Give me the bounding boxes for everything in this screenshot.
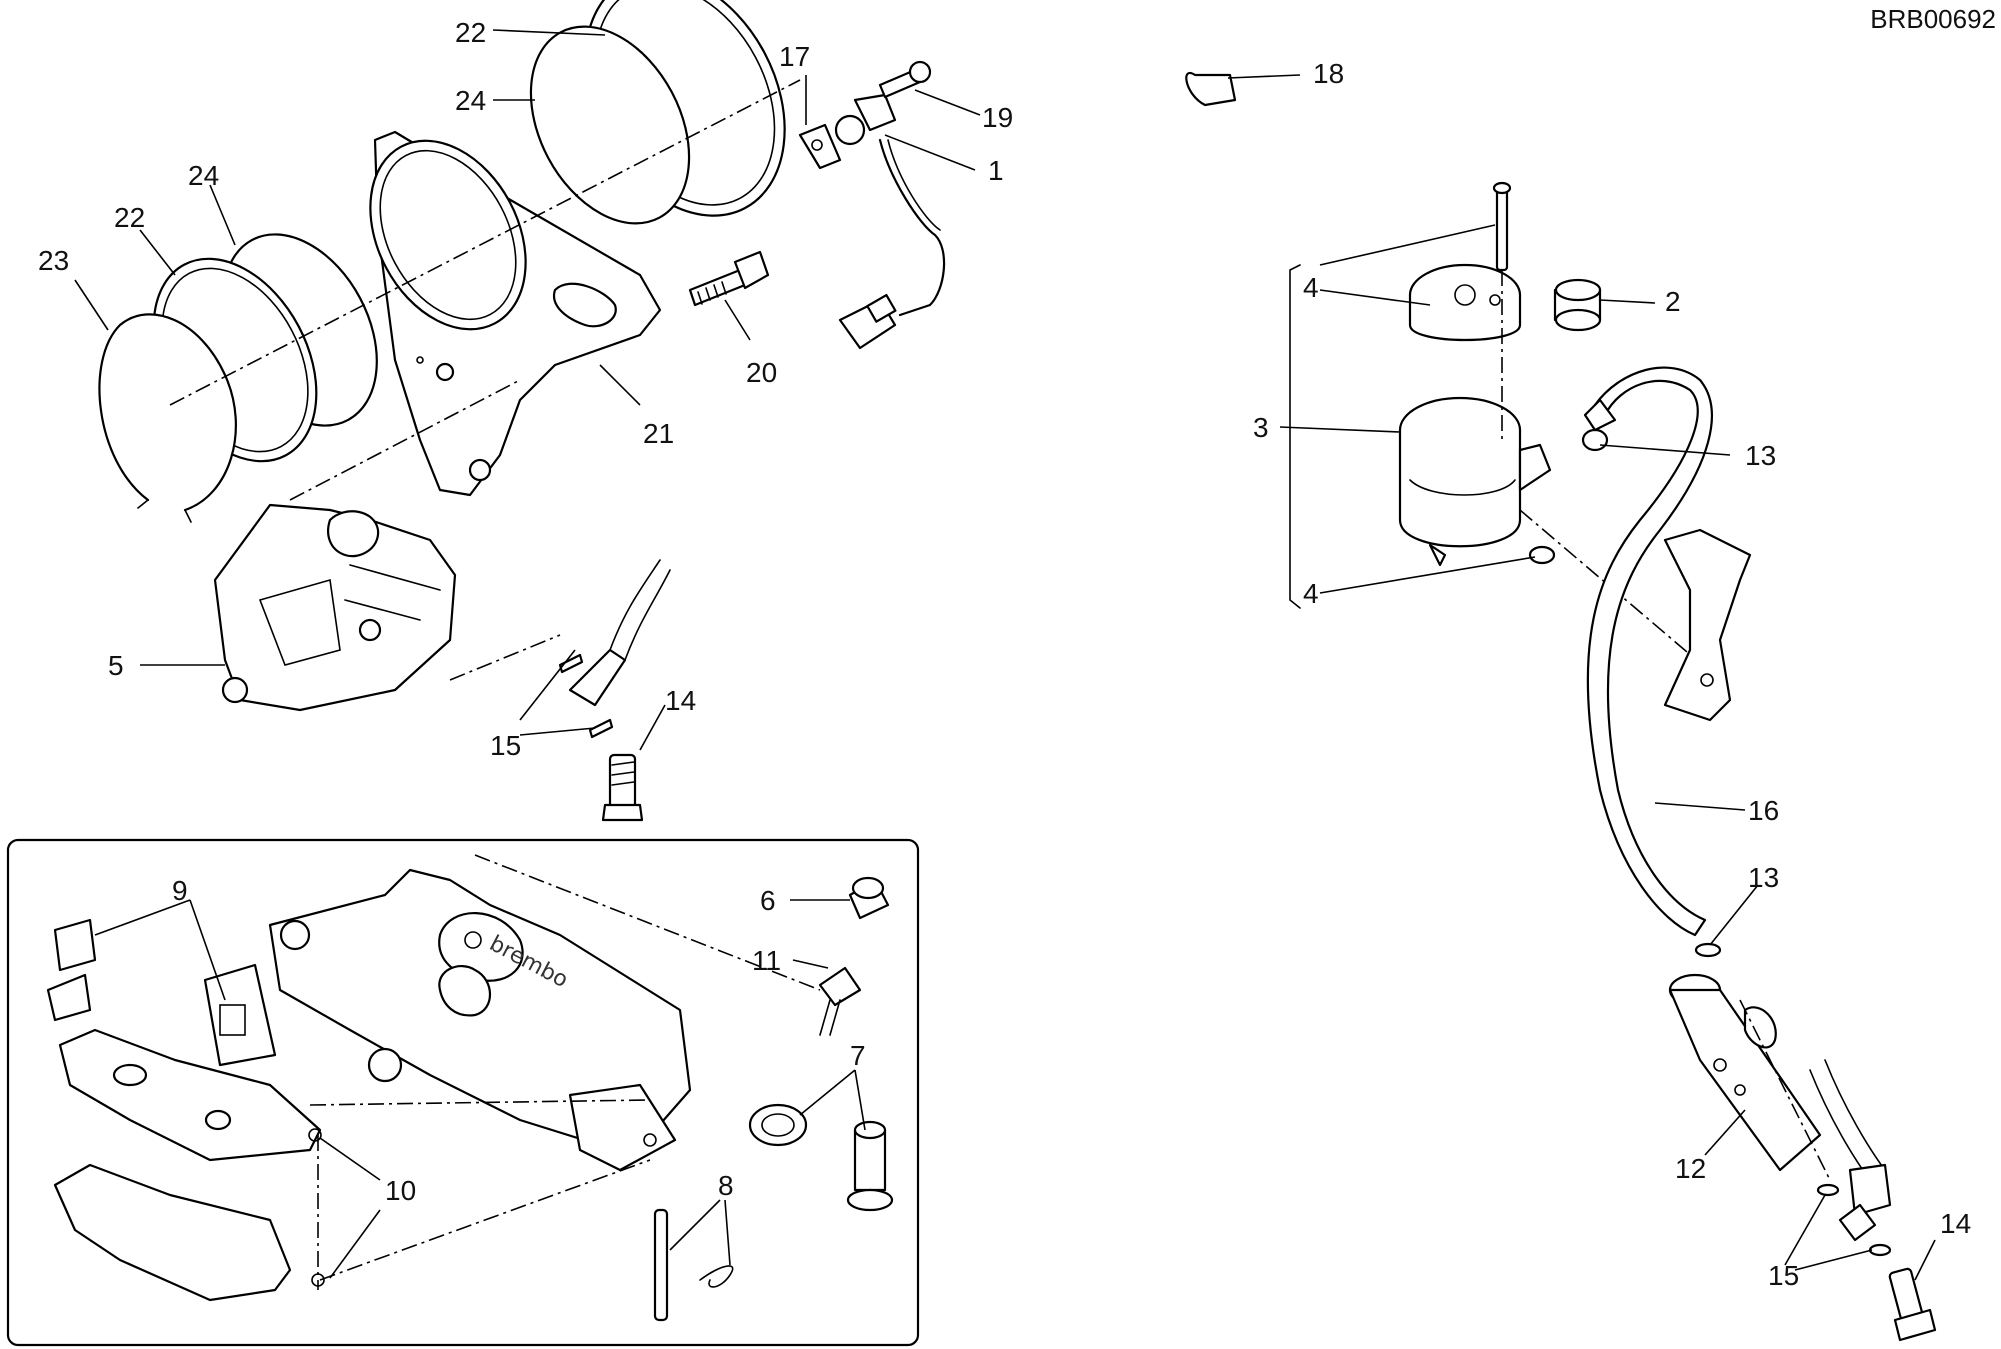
- callout-1: 1: [988, 155, 1004, 186]
- inset-axis-bottom: [319, 1159, 651, 1281]
- callout-3: 3: [1253, 412, 1269, 443]
- callout-2: 2: [1665, 286, 1681, 317]
- sensor-1: [834, 93, 946, 350]
- grommet-2: [1553, 278, 1602, 332]
- callout-13: 13: [1748, 862, 1779, 893]
- callout-21: 21: [643, 418, 674, 449]
- callout-6: 6: [760, 885, 776, 916]
- bolt-20: [688, 250, 770, 307]
- brake-pad-upper: [58, 1028, 322, 1162]
- bleeder-valve-11: [818, 966, 862, 1036]
- hose-fitting-left: [568, 559, 671, 707]
- hose-16: [1583, 366, 1713, 937]
- leader-lines: [74, 29, 1936, 1281]
- spring-clip-9: [46, 918, 97, 1022]
- pad-spring-9: [203, 963, 277, 1067]
- clamp-13-lower: [1694, 942, 1722, 958]
- bleeder-cap-6: [848, 876, 890, 920]
- callout-8: 8: [718, 1170, 734, 1201]
- caliper-5: [213, 503, 457, 712]
- callout-7: 7: [850, 1040, 866, 1071]
- screw-4-top: [1492, 181, 1512, 272]
- banjo-bolt-14-right: [1888, 1267, 1937, 1342]
- callout-12: 12: [1675, 1153, 1706, 1184]
- callout-10: 10: [385, 1175, 416, 1206]
- callout-11: 11: [752, 945, 781, 976]
- callout-14: 14: [1940, 1208, 1971, 1239]
- caliper-detail: brembo: [268, 868, 692, 1172]
- callout-22: 22: [455, 17, 486, 48]
- inset-axis-top: [474, 854, 821, 991]
- circlip-23: [98, 313, 237, 523]
- drawing-code: BRB00692: [1870, 4, 1996, 34]
- assembly-bracket-3: [1289, 264, 1301, 609]
- callout-18: 18: [1313, 58, 1344, 89]
- hose-fitting-right: [1809, 1059, 1892, 1242]
- detail-inset-frame: [6, 838, 920, 1347]
- callout-15: 15: [1768, 1260, 1799, 1291]
- reservoir-body-3: [1398, 396, 1552, 567]
- mounting-plate: [1663, 528, 1752, 722]
- callout-9: 9: [172, 875, 188, 906]
- callout-24: 24: [455, 85, 486, 116]
- screw-19: [878, 60, 932, 99]
- callout-15: 15: [490, 730, 521, 761]
- callout-4: 4: [1303, 578, 1319, 609]
- hose-clamp-13-upper: [1581, 428, 1609, 452]
- washer-15-left: [558, 653, 614, 739]
- callout-5: 5: [108, 650, 124, 681]
- piston-seal-7: [748, 1103, 894, 1212]
- callout-17: 17: [779, 41, 810, 72]
- callout-19: 19: [982, 102, 1013, 133]
- callout-20: 20: [746, 357, 777, 388]
- callout-numbers: 22 24 24 22 23 17 19 1 20 21 5 14 15 18 …: [38, 17, 1971, 1291]
- inset-axis-mid: [309, 1099, 651, 1106]
- callout-4: 4: [1303, 272, 1319, 303]
- nut-4-bottom: [1528, 545, 1556, 565]
- master-cylinder-axis: [1739, 999, 1831, 1181]
- callout-14: 14: [665, 685, 696, 716]
- callout-16: 16: [1748, 795, 1779, 826]
- banjo-bolt-14-left: [601, 753, 644, 822]
- callout-13: 13: [1745, 440, 1776, 471]
- clip-18: [1185, 71, 1237, 107]
- callout-22: 22: [114, 202, 145, 233]
- hose-axis: [449, 634, 561, 681]
- caliper-axis: [289, 379, 521, 501]
- brake-pad-lower: [53, 1163, 325, 1302]
- master-cylinder-12: [1668, 973, 1822, 1172]
- axis-line: [169, 79, 801, 406]
- reservoir-cap-4: [1408, 263, 1522, 342]
- pin-8: [653, 1208, 734, 1322]
- spacer-17: [798, 123, 842, 170]
- callout-23: 23: [38, 245, 69, 276]
- callout-24: 24: [188, 160, 219, 191]
